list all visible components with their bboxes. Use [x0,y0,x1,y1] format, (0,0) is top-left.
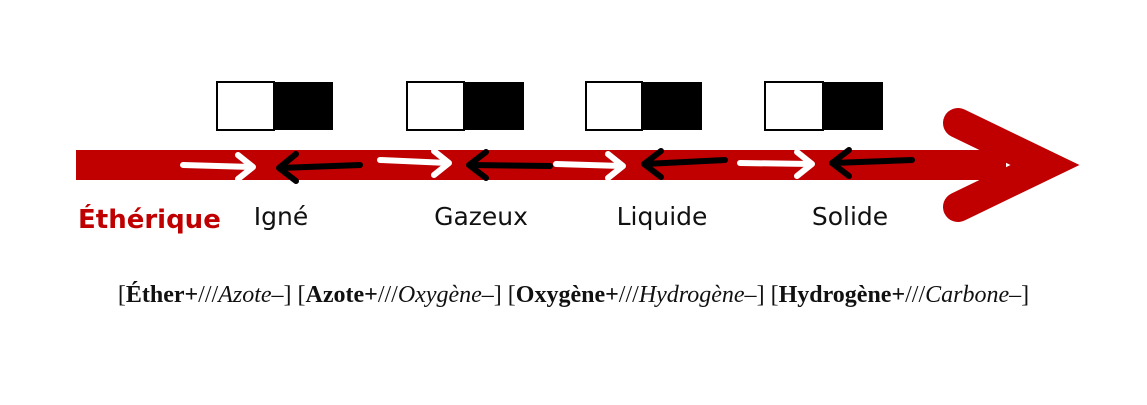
backward-arrow-4 [829,147,915,179]
stage-label-1: Igné [253,202,309,231]
forward-arrow-2 [377,148,452,178]
forward-arrow-3 [553,151,626,181]
backward-arrow-1 [276,151,363,184]
formula-group-1: [Éther+///Azote–] [117,282,292,308]
stage-label-3: Liquide [616,202,708,231]
start-label: Éthérique [78,205,221,235]
forward-arrow-4 [737,149,815,179]
forward-arrow-1 [180,152,256,182]
formula-group-2: [Azote+///Oxygène–] [297,282,502,308]
state-box-2 [406,81,524,131]
state-box-4 [764,81,883,131]
stage-label-4: Solide [811,202,889,231]
backward-arrow-2 [466,149,553,181]
stage-label-2: Gazeux [434,202,528,231]
state-box-1 [216,81,333,131]
formula-line: [Éther+///Azote–] [Azote+///Oxygène–] [O… [0,282,1147,309]
formula-group-4: [Hydrogène+///Carbone–] [770,282,1030,308]
formula-group-3: [Oxygène+///Hydrogène–] [507,282,765,308]
backward-arrow-3 [641,148,728,180]
state-box-3 [585,81,702,131]
main-arrow-head [943,108,1080,222]
